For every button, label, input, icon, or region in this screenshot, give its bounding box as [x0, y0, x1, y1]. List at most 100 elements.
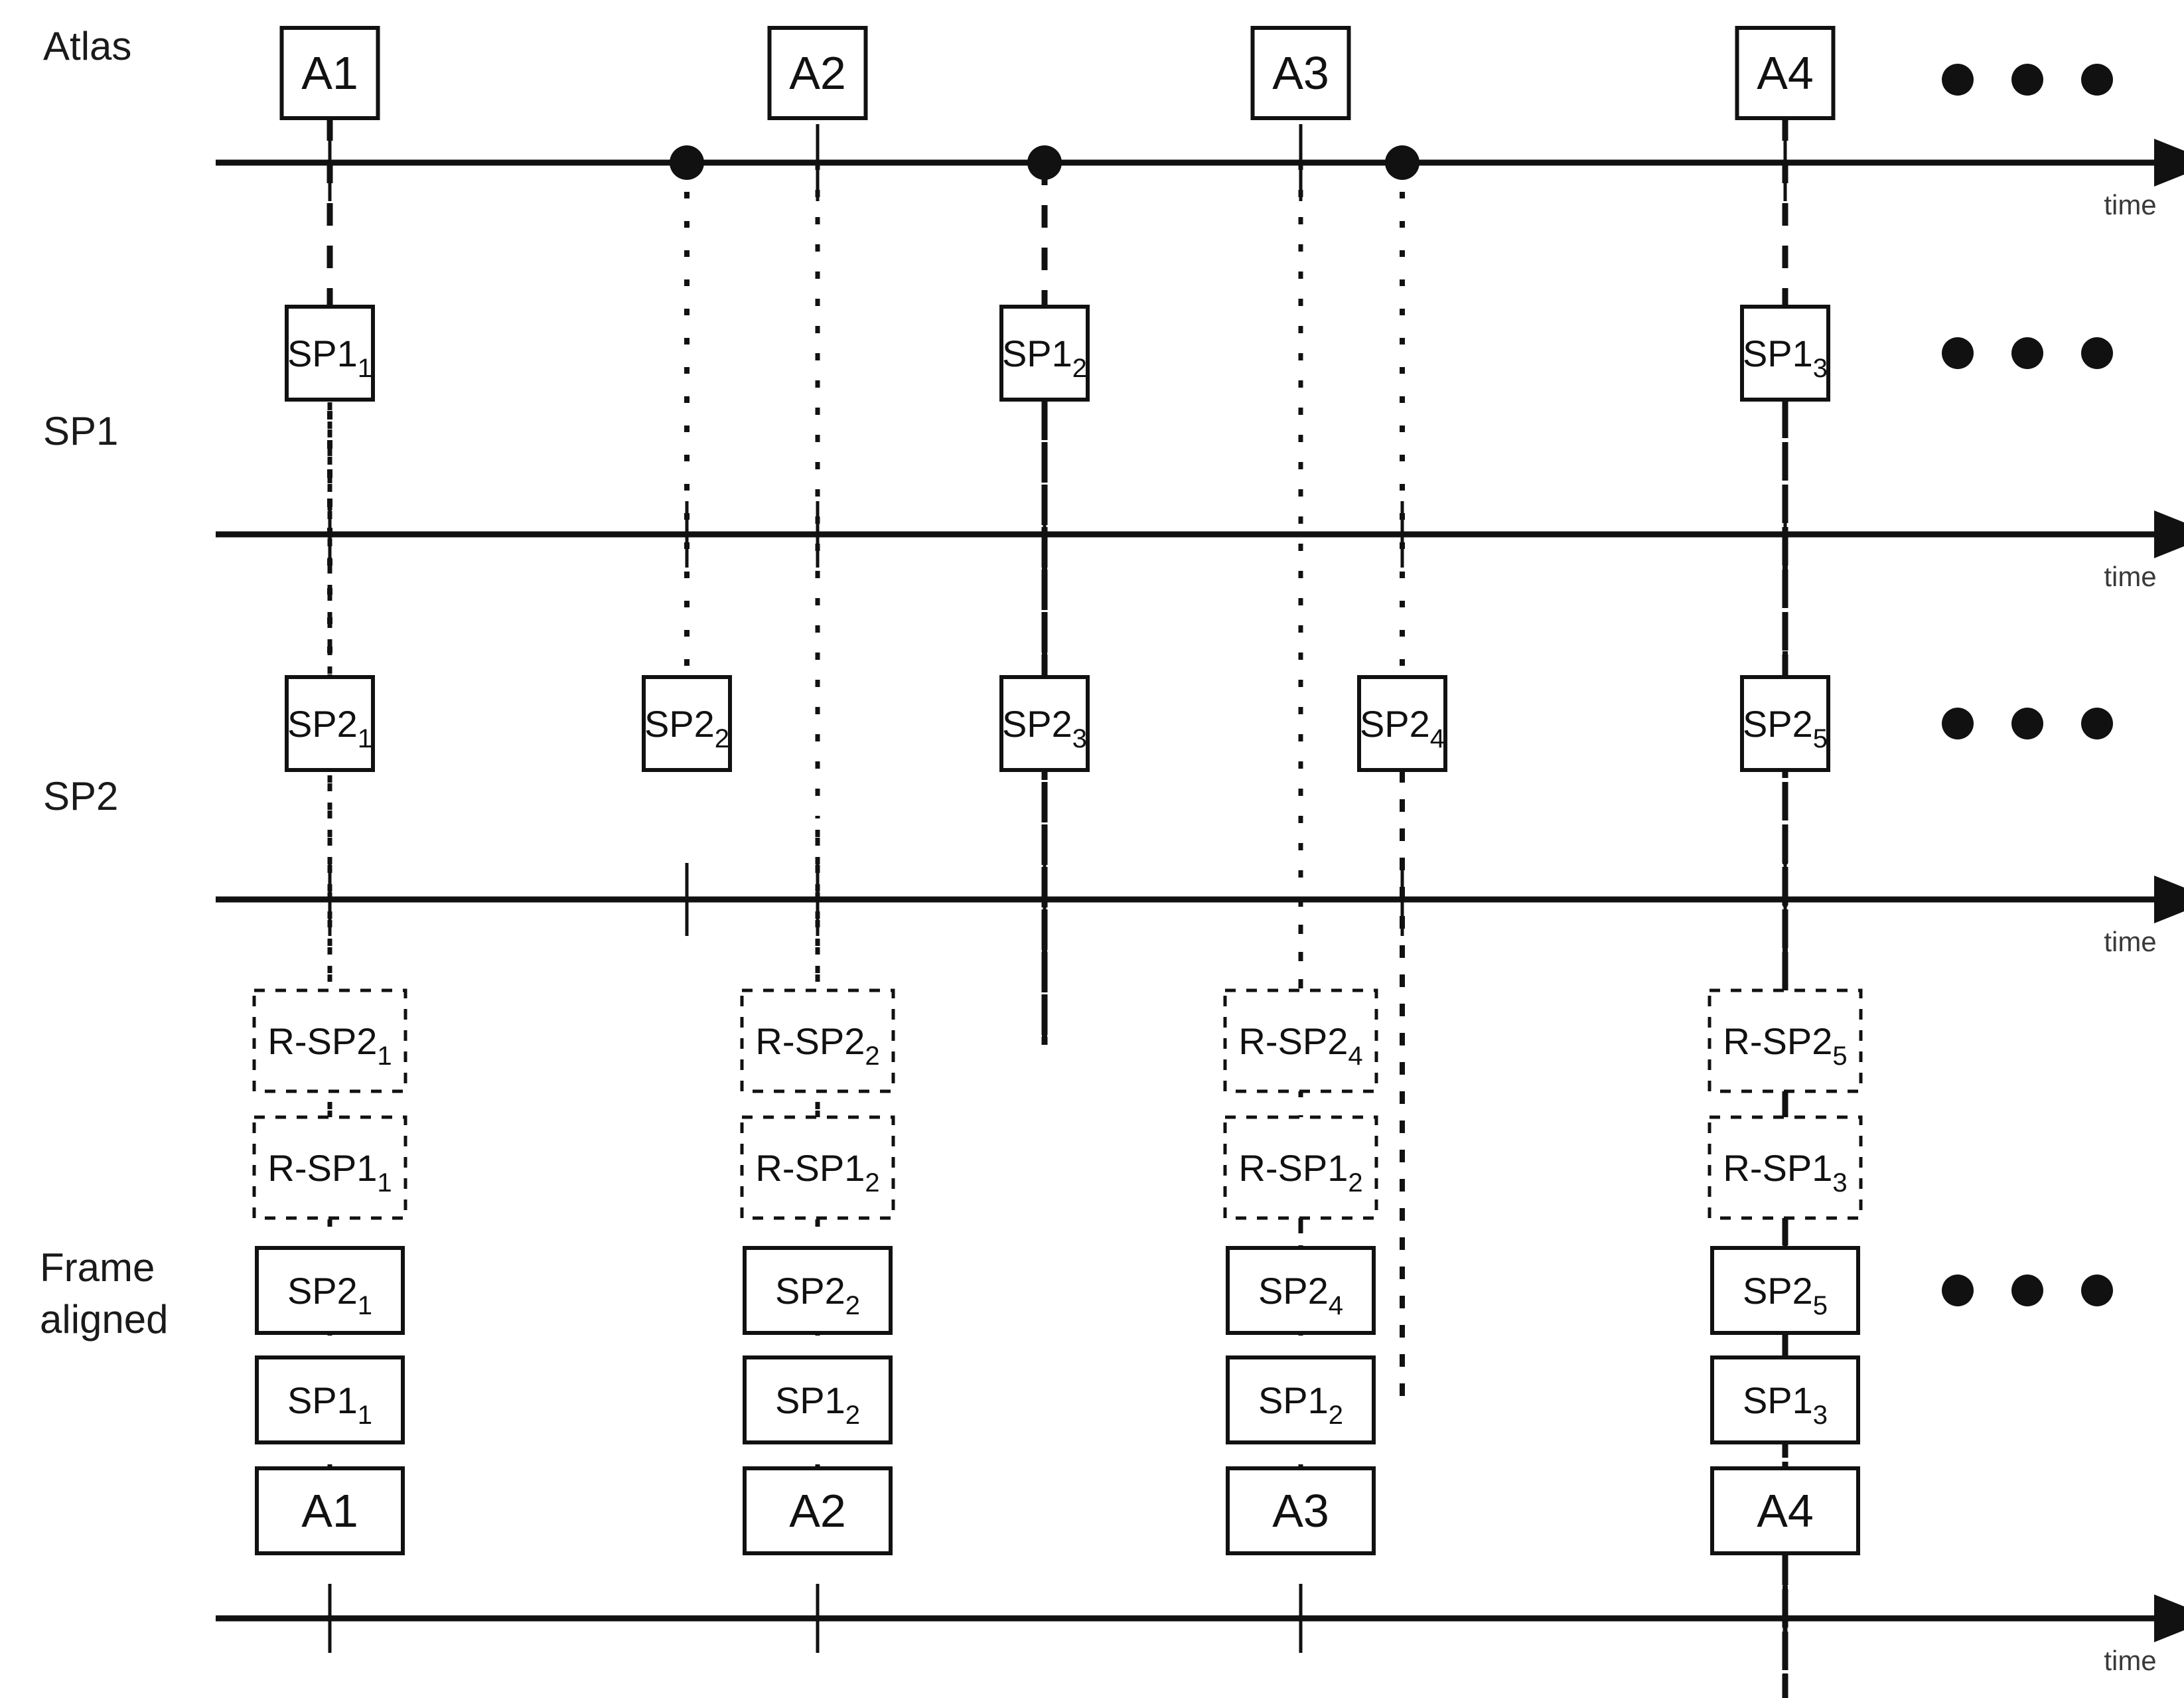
sp1-box-SP11: SP11: [285, 305, 375, 402]
frame-atlas-box-col4: A4: [1710, 1466, 1860, 1555]
time-label-frame: time: [2104, 1645, 2156, 1676]
time-label-sp1: time: [2104, 561, 2156, 592]
frame-rsp2-box-col4: R-SP25: [1708, 988, 1863, 1093]
frame-rsp2-box-col1-rect: [252, 988, 407, 1093]
frame-sp1-box-col4-rect: [1710, 1355, 1860, 1444]
atlas-box-A3-label: A3: [1272, 47, 1329, 99]
sp2-box-SP22-rect: [642, 675, 732, 772]
sp1-box-SP11-rect: [285, 305, 375, 402]
sp2-box-SP23: SP23: [999, 675, 1090, 772]
frame-sp2-box-col2: SP22: [743, 1246, 893, 1335]
time-label-sp2: time: [2104, 926, 2156, 957]
atlas-box-A3-rect: [1250, 26, 1351, 120]
frame-rsp1-box-col4-rect: [1708, 1115, 1863, 1220]
sp2-box-SP24: SP24: [1357, 675, 1447, 772]
row-label-frame-line1: Frame: [40, 1245, 155, 1290]
frame-rsp2-box-col3-rect: [1223, 988, 1378, 1093]
frame-sp2-box-col3: SP24: [1226, 1246, 1376, 1335]
frame-atlas-box-col2: A2: [743, 1466, 893, 1555]
atlas-ellipsis-dot-1: [1942, 64, 1974, 96]
sp2-box-SP22: SP22: [642, 675, 732, 772]
atlas-box-A4: A4: [1735, 26, 1836, 120]
atlas-ellipsis-dot-2: [2011, 64, 2043, 96]
frame-rsp1-box-col2-rect: [740, 1115, 895, 1220]
atlas-box-A1: A1: [279, 26, 380, 120]
sp2-box-SP25: SP25: [1740, 675, 1830, 772]
atlas-box-A4-label: A4: [1757, 47, 1814, 99]
frame-rsp1-box-col2: R-SP12: [740, 1115, 895, 1220]
atlas-box-A1-rect: [279, 26, 380, 120]
frame-atlas-box-col4-rect: [1710, 1466, 1860, 1555]
atlas-event-dot-3: [1385, 145, 1420, 180]
sp2-box-SP24-rect: [1357, 675, 1447, 772]
frame-sp1-box-col2-rect: [743, 1355, 893, 1444]
frame-rsp1-box-col3: R-SP12: [1223, 1115, 1378, 1220]
frame-rsp1-box-col4: R-SP13: [1708, 1115, 1863, 1220]
atlas-box-A3: A3: [1250, 26, 1351, 120]
sp2-ellipsis-dot-2: [2011, 708, 2043, 739]
frame-rsp2-box-col3: R-SP24: [1223, 988, 1378, 1093]
dots-layer: [670, 64, 2113, 1306]
frame-ellipsis-dot-1: [1942, 1274, 1974, 1306]
frame-sp2-box-col3-rect: [1226, 1246, 1376, 1335]
frame-sp1-box-col2: SP12: [743, 1355, 893, 1444]
atlas-box-A2-rect: [767, 26, 868, 120]
sp1-box-SP12-rect: [999, 305, 1090, 402]
time-label-atlas: time: [2104, 189, 2156, 220]
frame-rsp1-box-col1-rect: [252, 1115, 407, 1220]
frame-sp1-box-col3: SP12: [1226, 1355, 1376, 1444]
frame-rsp1-box-col1: R-SP11: [252, 1115, 407, 1220]
sp2-box-SP23-rect: [999, 675, 1090, 772]
atlas-event-dot-2: [1027, 145, 1062, 180]
atlas-event-dot-1: [670, 145, 704, 180]
atlas-box-A2-label: A2: [789, 47, 846, 99]
atlas-box-A2: A2: [767, 26, 868, 120]
sp1-ellipsis-dot-1: [1942, 337, 1974, 369]
sp2-box-SP25-rect: [1740, 675, 1830, 772]
row-label-atlas: Atlas: [43, 24, 131, 68]
row-label-sp1: SP1: [43, 409, 118, 453]
frame-sp1-box-col4: SP13: [1710, 1355, 1860, 1444]
frame-rsp1-box-col3-rect: [1223, 1115, 1378, 1220]
frame-atlas-box-col1-label: A1: [301, 1485, 358, 1537]
frame-sp1-box-col3-rect: [1226, 1355, 1376, 1444]
frame-atlas-box-col1: A1: [255, 1466, 405, 1555]
frame-sp2-box-col1-rect: [255, 1246, 405, 1335]
frame-ellipsis-dot-3: [2081, 1274, 2113, 1306]
atlas-ellipsis-dot-3: [2081, 64, 2113, 96]
frame-atlas-box-col2-rect: [743, 1466, 893, 1555]
atlas-box-A4-rect: [1735, 26, 1836, 120]
row-label-sp2: SP2: [43, 774, 118, 818]
sp2-box-SP21-rect: [285, 675, 375, 772]
row-label-frame-line2: aligned: [40, 1297, 169, 1342]
frame-rsp2-box-col2: R-SP22: [740, 988, 895, 1093]
sp2-ellipsis-dot-1: [1942, 708, 1974, 739]
frame-rsp2-box-col2-rect: [740, 988, 895, 1093]
sp1-box-SP12: SP12: [999, 305, 1090, 402]
frame-atlas-box-col3-rect: [1226, 1466, 1376, 1555]
frame-atlas-box-col1-rect: [255, 1466, 405, 1555]
frame-sp1-box-col1: SP11: [255, 1355, 405, 1444]
sp2-box-SP21: SP21: [285, 675, 375, 772]
frame-sp2-box-col4: SP25: [1710, 1246, 1860, 1335]
frame-sp2-box-col4-rect: [1710, 1246, 1860, 1335]
frame-rsp2-box-col1: R-SP21: [252, 988, 407, 1093]
sp2-ellipsis-dot-3: [2081, 708, 2113, 739]
frame-sp1-box-col1-rect: [255, 1355, 405, 1444]
sp1-box-SP13-rect: [1740, 305, 1830, 402]
axes-layer: [216, 124, 2184, 1653]
sp1-ellipsis-dot-3: [2081, 337, 2113, 369]
sp1-ellipsis-dot-2: [2011, 337, 2043, 369]
frame-atlas-box-col2-label: A2: [789, 1485, 846, 1537]
frame-ellipsis-dot-2: [2011, 1274, 2043, 1306]
frame-atlas-box-col4-label: A4: [1757, 1485, 1814, 1537]
frame-rsp2-box-col4-rect: [1708, 988, 1863, 1093]
frame-sp2-box-col1: SP21: [255, 1246, 405, 1335]
sp1-box-SP13: SP13: [1740, 305, 1830, 402]
atlas-box-A1-label: A1: [301, 47, 358, 99]
frame-atlas-box-col3-label: A3: [1272, 1485, 1329, 1537]
